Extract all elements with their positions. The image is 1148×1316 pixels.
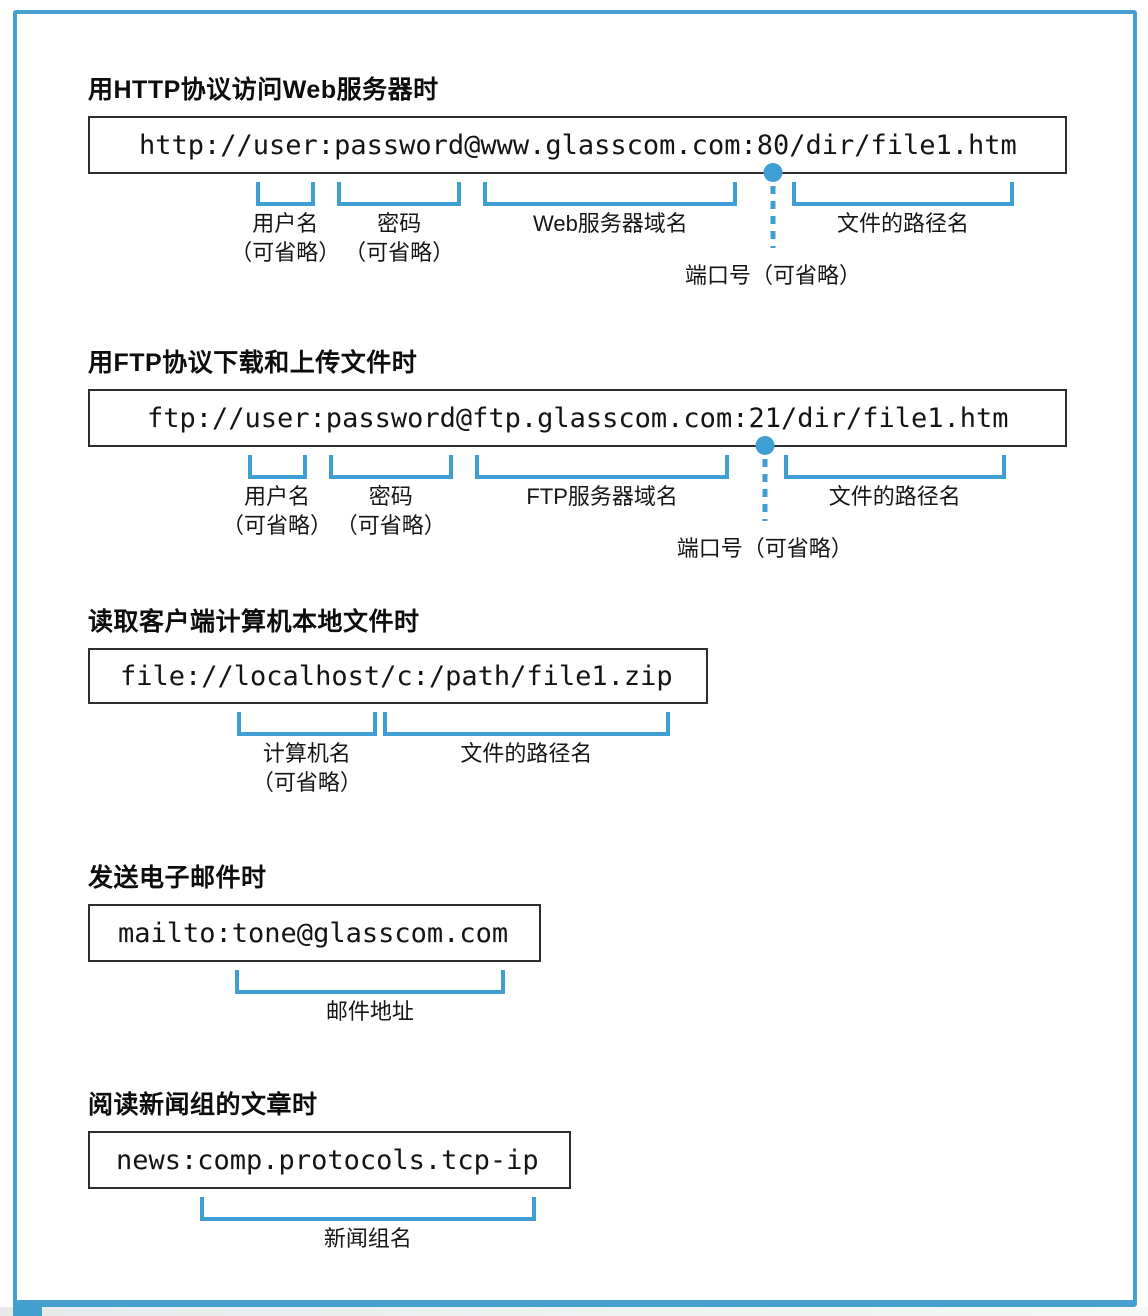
url-box: http://user:password@www.glasscom.com:80… bbox=[88, 116, 1067, 174]
label-line: （可省略） bbox=[335, 513, 446, 538]
bracket-label: 密码 （可省略） bbox=[336, 482, 446, 540]
port-label: 端口号（可省略） bbox=[685, 258, 861, 290]
section-title: 用HTTP协议访问Web服务器时 bbox=[88, 76, 439, 104]
annotation-layer: 计算机名 （可省略） 文件的路径名 bbox=[120, 704, 1113, 862]
bracket-label: 用户名 （可省略） bbox=[222, 482, 332, 540]
url-text: http://user:password@www.glasscom.com:80… bbox=[139, 129, 1017, 161]
label-line: 文件的路径名 bbox=[460, 741, 593, 766]
bracket-computer-name: 计算机名 （可省略） bbox=[236, 712, 378, 795]
label-line: Web服务器域名 bbox=[532, 211, 688, 236]
url-text: ftp://user:password@ftp.glasscom.com:21/… bbox=[147, 402, 1009, 434]
bracket-ftp-server-domain: FTP服务器域名 bbox=[475, 455, 730, 509]
bracket-label: 邮件地址 bbox=[326, 997, 414, 1026]
section-news: 阅读新闻组的文章时 news:comp.protocols.tcp-ip 新闻组… bbox=[88, 1089, 1113, 1259]
label-line: 邮件地址 bbox=[325, 999, 414, 1024]
bracket-label: 密码 （可省略） bbox=[344, 209, 454, 267]
label-line: （可省略） bbox=[230, 240, 341, 265]
label-line: 计算机名 bbox=[262, 741, 351, 766]
bracket-label: 计算机名 （可省略） bbox=[252, 739, 362, 797]
url-box: file://localhost/c:/path/file1.zip bbox=[88, 648, 708, 704]
annotation-layer: 用户名 （可省略） 密码 （可省略） FTP服务器域名 bbox=[147, 436, 1113, 606]
url-box: mailto:tone@glasscom.com bbox=[88, 904, 541, 962]
bracket-username: 用户名 （可省略） bbox=[222, 455, 332, 538]
section-mailto: 发送电子邮件时 mailto:tone@glasscom.com 邮件地址 bbox=[88, 862, 1113, 1089]
label-line: 文件的路径名 bbox=[828, 484, 961, 509]
label-line: 用户名 bbox=[244, 484, 311, 509]
url-text: file://localhost/c:/path/file1.zip bbox=[120, 660, 673, 692]
bracket-label: 新闻组名 bbox=[324, 1224, 412, 1253]
url-box: news:comp.protocols.tcp-ip bbox=[88, 1131, 571, 1189]
page-bottom-strip bbox=[0, 1307, 1148, 1316]
corner-tab bbox=[13, 1303, 42, 1316]
section-title: 读取客户端计算机本地文件时 bbox=[88, 608, 420, 636]
port-marker-dot bbox=[755, 436, 775, 455]
section-ftp: 用FTP协议下载和上传文件时 ftp://user:password@ftp.g… bbox=[88, 347, 1113, 606]
bracket-label: FTP服务器域名 bbox=[526, 482, 678, 511]
port-dashed-line bbox=[770, 186, 776, 248]
section-title: 用FTP协议下载和上传文件时 bbox=[88, 349, 418, 377]
port-label-text: 端口号（可省略） bbox=[676, 536, 853, 561]
figure-frame: 用HTTP协议访问Web服务器时 http://user:password@ww… bbox=[13, 10, 1137, 1307]
bracket-username: 用户名 （可省略） bbox=[230, 182, 340, 265]
bracket-label: 文件的路径名 bbox=[460, 739, 592, 768]
bracket-file-path: 文件的路径名 bbox=[383, 712, 670, 766]
annotation-layer: 邮件地址 bbox=[118, 962, 1113, 1089]
figure-content: 用HTTP协议访问Web服务器时 http://user:password@ww… bbox=[88, 18, 1113, 1259]
bracket-password: 密码 （可省略） bbox=[328, 455, 453, 538]
section-http: 用HTTP协议访问Web服务器时 http://user:password@ww… bbox=[88, 74, 1113, 347]
bracket-file-path: 文件的路径名 bbox=[792, 182, 1014, 236]
section-title: 阅读新闻组的文章时 bbox=[88, 1091, 318, 1119]
port-marker-dot bbox=[763, 163, 783, 182]
port-label-text: 端口号（可省略） bbox=[684, 263, 861, 288]
annotation-layer: 新闻组名 bbox=[116, 1189, 1113, 1259]
annotation-layer: 用户名 （可省略） 密码 （可省略） Web服务器域名 bbox=[139, 163, 1113, 347]
label-line: 文件的路径名 bbox=[836, 211, 969, 236]
section-title: 发送电子邮件时 bbox=[88, 864, 267, 892]
label-line: （可省略） bbox=[222, 513, 333, 538]
bracket-file-path: 文件的路径名 bbox=[783, 455, 1006, 509]
bracket-label: 用户名 （可省略） bbox=[230, 209, 340, 267]
label-line: FTP服务器域名 bbox=[526, 484, 678, 509]
bracket-label: Web服务器域名 bbox=[533, 209, 688, 238]
bracket-web-server-domain: Web服务器域名 bbox=[483, 182, 738, 236]
port-dashed-line bbox=[762, 459, 768, 521]
port-label: 端口号（可省略） bbox=[677, 531, 853, 563]
bracket-label: 文件的路径名 bbox=[829, 482, 961, 511]
url-text: mailto:tone@glasscom.com bbox=[118, 917, 509, 949]
section-local-file: 读取客户端计算机本地文件时 file://localhost/c:/path/f… bbox=[88, 606, 1113, 862]
bracket-password: 密码 （可省略） bbox=[337, 182, 462, 265]
label-line: 密码 bbox=[368, 484, 413, 509]
label-line: （可省略） bbox=[251, 770, 362, 795]
bracket-mail-address: 邮件地址 bbox=[234, 970, 506, 1024]
label-line: （可省略） bbox=[344, 240, 455, 265]
label-line: 密码 bbox=[377, 211, 422, 236]
url-box: ftp://user:password@ftp.glasscom.com:21/… bbox=[88, 389, 1067, 447]
label-line: 新闻组名 bbox=[323, 1226, 412, 1251]
bracket-newsgroup-name: 新闻组名 bbox=[200, 1197, 536, 1251]
url-text: news:comp.protocols.tcp-ip bbox=[116, 1144, 539, 1176]
bracket-label: 文件的路径名 bbox=[837, 209, 969, 238]
label-line: 用户名 bbox=[252, 211, 319, 236]
